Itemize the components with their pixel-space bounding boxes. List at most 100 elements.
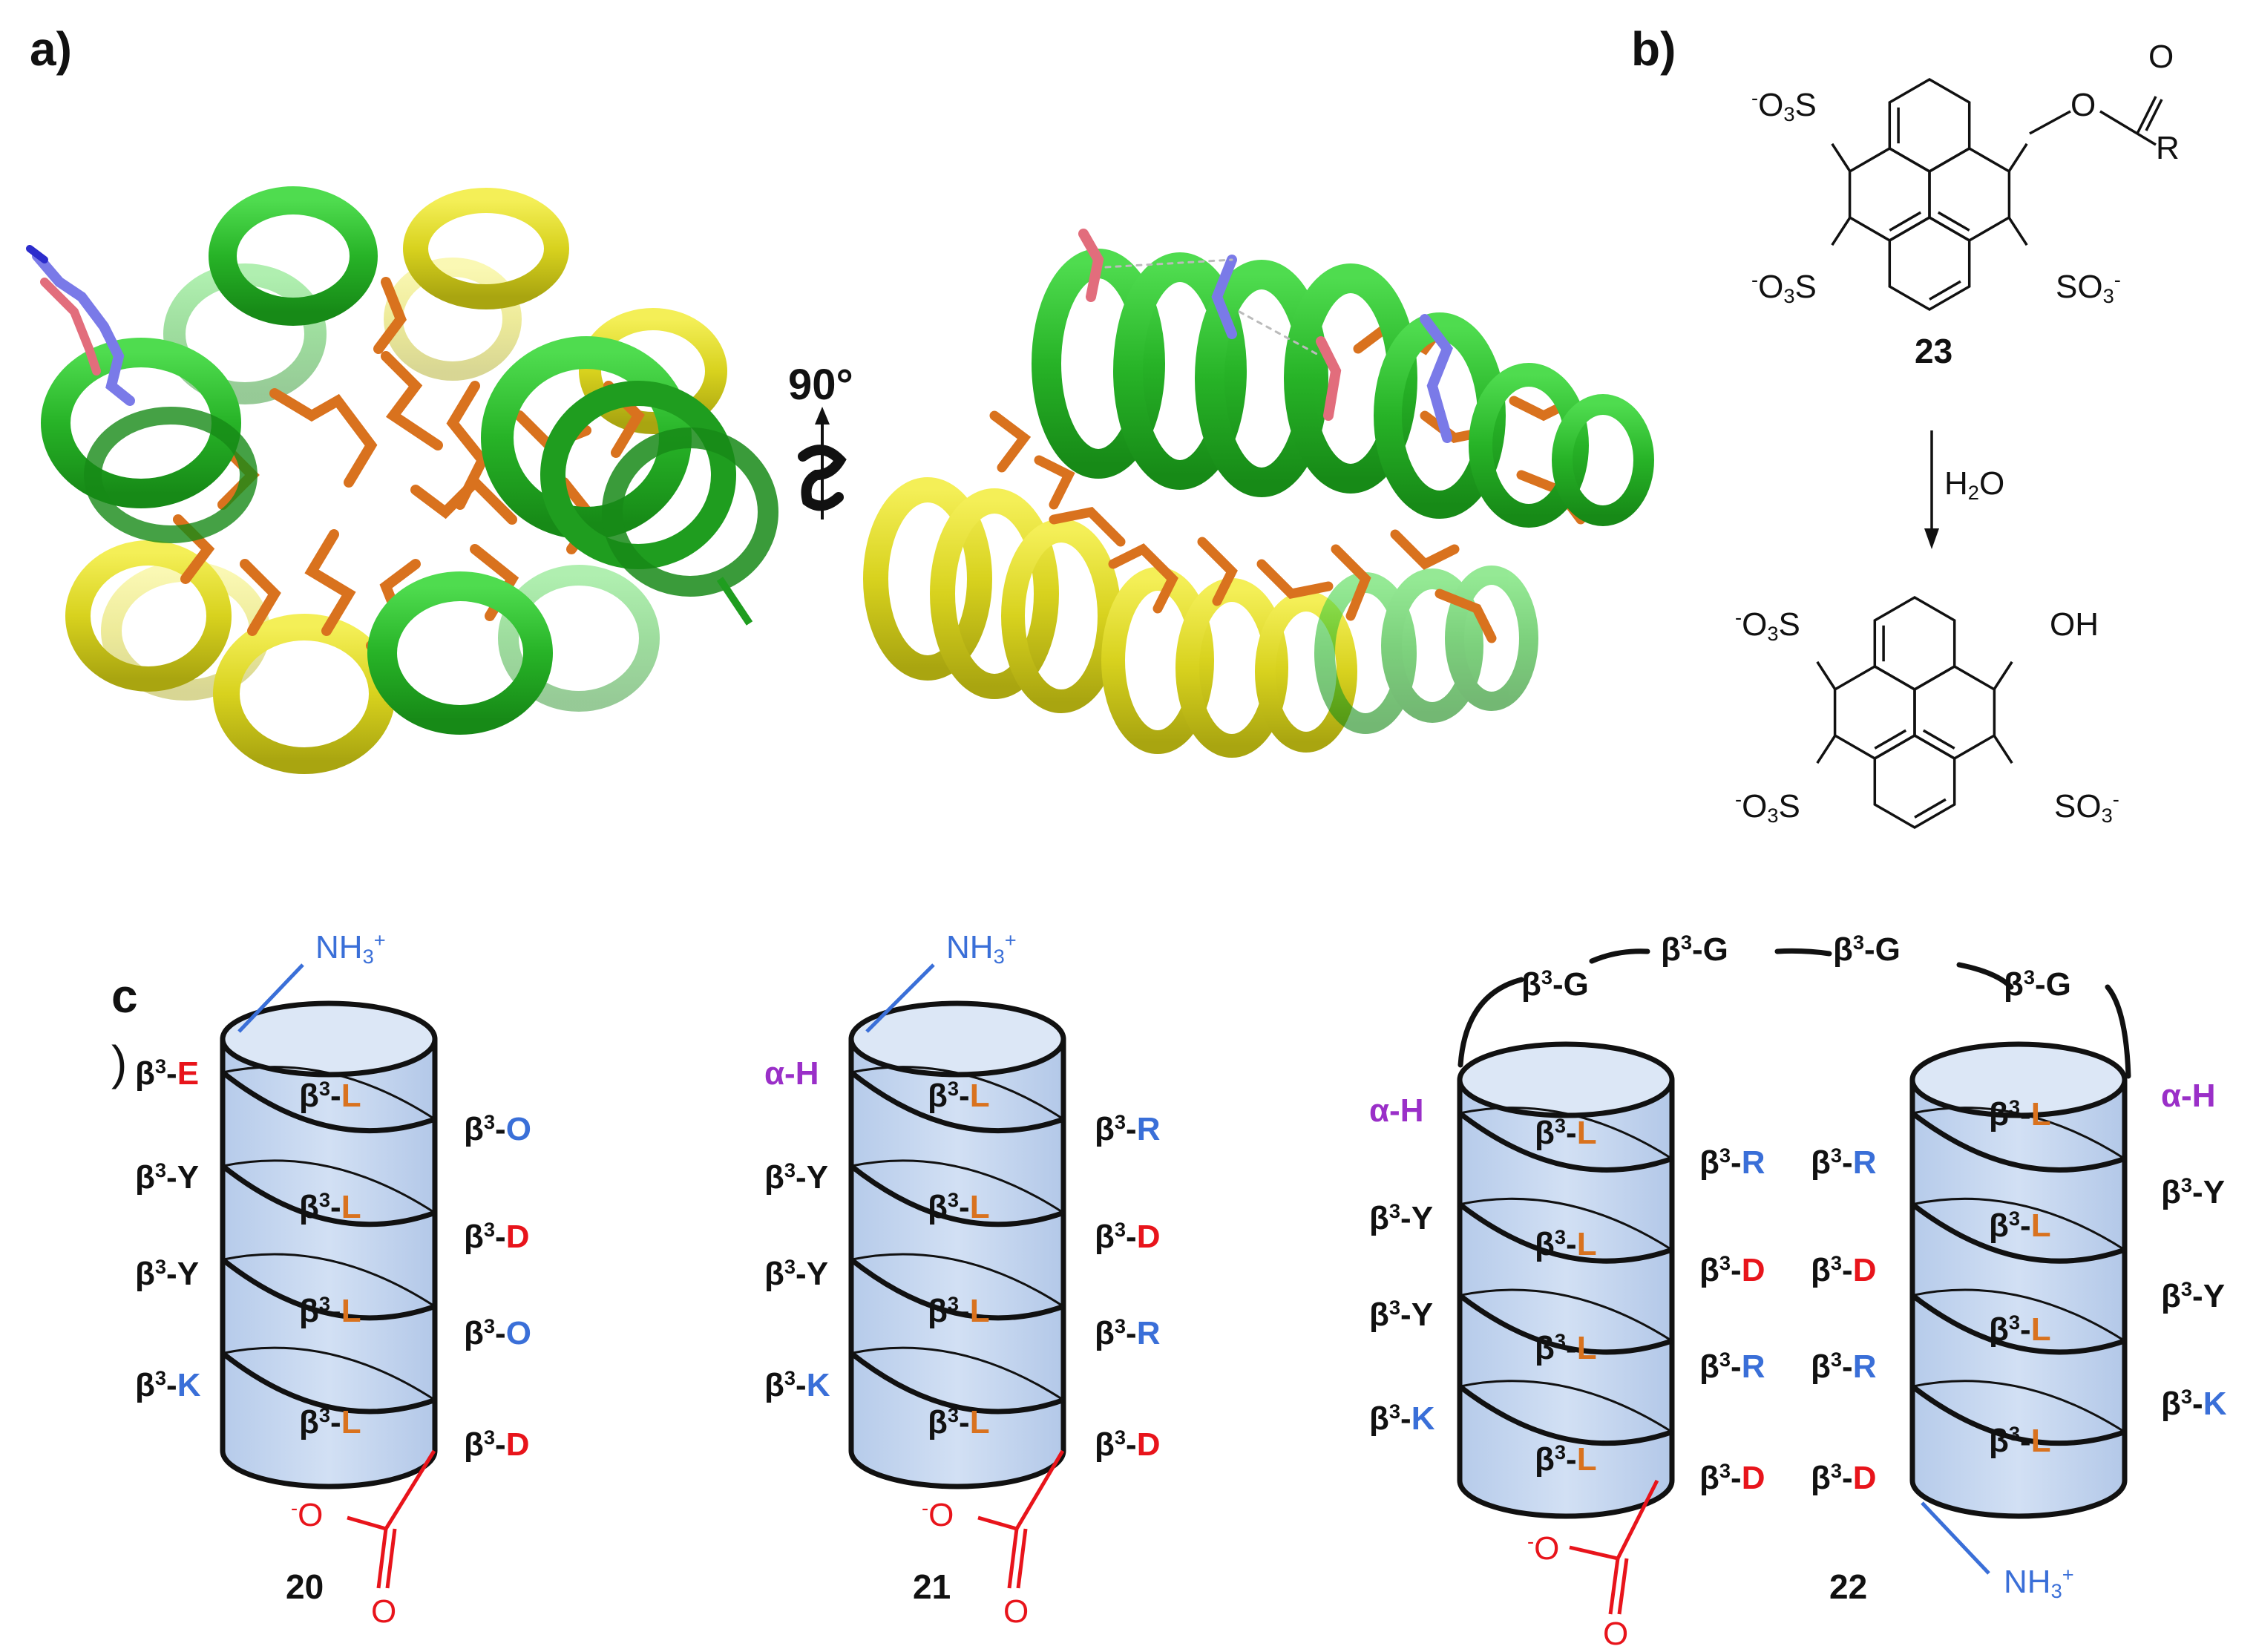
substituent-bond xyxy=(1816,661,1837,690)
blue-red-stick-residue xyxy=(26,245,135,406)
core-residue-label: β3-L xyxy=(928,1292,990,1329)
helix-front-turn xyxy=(849,1164,1065,1227)
left-residue-label: β3-Y xyxy=(764,1255,829,1292)
green-helix-bottom xyxy=(367,571,553,735)
left-residue-label: α-H xyxy=(1369,1092,1424,1129)
aromatic-ring xyxy=(1928,146,2011,243)
substituent-bond xyxy=(2007,142,2028,172)
right-residue-label: β3-D xyxy=(464,1426,530,1463)
right-residue-label: β3-D xyxy=(1699,1459,1765,1496)
double-bond xyxy=(1929,280,1961,301)
helix-front-turn xyxy=(1457,1293,1673,1355)
core-residue-label: β3-L xyxy=(299,1292,361,1329)
helix-back-turn xyxy=(1912,1197,2125,1251)
c-terminus-o-minus: -O xyxy=(1527,1530,1560,1567)
right-residue-label: β3-R xyxy=(1095,1110,1161,1147)
helix-back-turn xyxy=(850,1066,1064,1121)
side-view-stick-residues xyxy=(1078,229,1453,443)
helix-cylinder-22-right xyxy=(1909,1041,2128,1519)
loop-22 xyxy=(1457,948,2131,1079)
right-residue-label: α-H xyxy=(2161,1078,2216,1114)
helix-front-turn xyxy=(1910,1202,2126,1264)
right-residue-label: β3-Y xyxy=(2161,1173,2226,1210)
yellow-helix-side xyxy=(863,477,1357,758)
sulfonate-label: SO3- xyxy=(2056,268,2121,307)
right-residue-label: β3-O xyxy=(464,1110,531,1147)
helix-back-turn xyxy=(222,1346,436,1401)
helix-front-turn xyxy=(220,1070,436,1133)
right-residue-label: β3-D xyxy=(1095,1218,1161,1255)
left-residue-label: β3-Y xyxy=(135,1158,200,1196)
helix-front-turn xyxy=(1457,1111,1673,1173)
hydroxyl-label: OH xyxy=(2050,606,2099,643)
substituent-bond xyxy=(2007,217,2028,246)
right-residue-label: β3-K xyxy=(2161,1385,2227,1422)
compound-21-label: 21 xyxy=(913,1567,951,1606)
carbonyl-oxygen: O xyxy=(2148,39,2174,75)
sulfonate-label: -O3S xyxy=(1735,787,1800,827)
core-residue-label: β3-L xyxy=(299,1403,361,1440)
cylinder-body xyxy=(1909,1080,2128,1519)
ester-group xyxy=(2029,96,2163,146)
green-helix-right xyxy=(481,336,778,626)
c-terminus-o: O xyxy=(371,1593,397,1630)
green-helix-side-top xyxy=(1032,249,1654,528)
right-residue-label: β3-Y xyxy=(2161,1277,2226,1314)
left-residue-label: α-H xyxy=(764,1055,819,1092)
reaction-arrow xyxy=(1924,430,1939,549)
helix-back-turn xyxy=(1459,1107,1673,1160)
c-terminus-o: O xyxy=(1003,1593,1029,1630)
c-terminus-o-minus: -O xyxy=(291,1496,324,1533)
left-residue-label: β3-K xyxy=(135,1366,201,1403)
core-residue-label: β3-L xyxy=(1535,1329,1597,1366)
core-residue-label: β3-L xyxy=(928,1077,990,1114)
core-residue-label: β3-L xyxy=(1535,1225,1597,1262)
helix-front-turn xyxy=(1910,1384,2126,1446)
core-residue-label: β3-L xyxy=(1535,1114,1597,1151)
right-residue-label: β3-O xyxy=(464,1314,531,1351)
left-residue-label: β3-R xyxy=(1811,1348,1877,1385)
left-residue-label: β3-K xyxy=(1369,1400,1435,1437)
double-bond xyxy=(1937,211,1970,232)
helix-back-turn xyxy=(850,1159,1064,1214)
core-residue-label: β3-L xyxy=(1989,1422,2051,1459)
cylinder-top xyxy=(848,1000,1066,1078)
loop-residue-label: β3-G xyxy=(2004,966,2071,1003)
right-residue-label: β3-R xyxy=(1699,1348,1765,1385)
aromatic-ring xyxy=(1848,146,1931,243)
panel-label-c-paren: ) xyxy=(111,1036,128,1089)
substituent-bond xyxy=(1831,217,1852,246)
right-residue-label: β3-D xyxy=(464,1218,530,1255)
helix-back-turn xyxy=(222,1253,436,1308)
panel-label-b: b) xyxy=(1631,22,1676,76)
core-residue-label: β3-L xyxy=(928,1188,990,1225)
c-terminus-o: O xyxy=(1603,1616,1629,1652)
compound-22-label: 22 xyxy=(1829,1567,1868,1606)
green-helix-top xyxy=(209,186,378,326)
sulfonate-label: SO3- xyxy=(2054,787,2119,827)
helix-front-turn xyxy=(1457,1384,1673,1446)
helix-front-turn xyxy=(220,1257,436,1321)
helix-front-turn xyxy=(1910,1111,2126,1173)
core-residue-label: β3-L xyxy=(299,1188,361,1225)
n-terminus-label: NH3+ xyxy=(946,928,1017,968)
double-bond xyxy=(1914,798,1947,819)
cylinder-top xyxy=(1909,1041,2128,1118)
helix-back-turn xyxy=(222,1159,436,1214)
aromatic-ring xyxy=(1913,664,1996,761)
sulfonate-label: -O3S xyxy=(1751,268,1817,307)
helix-back-turn xyxy=(850,1253,1064,1308)
helix-front-turn xyxy=(220,1351,436,1415)
substituent-bond xyxy=(1816,735,1837,764)
left-residue-label: β3-E xyxy=(135,1055,200,1092)
helix-bundle-side-view xyxy=(863,229,1654,758)
helix-back-turn xyxy=(1459,1288,1673,1343)
loop-residue-label: β3-G xyxy=(1661,931,1728,968)
cylinder-top xyxy=(1457,1041,1675,1118)
left-residue-label: β3-D xyxy=(1811,1251,1877,1288)
helix-cylinder-21 xyxy=(848,1000,1066,1489)
core-residue-label: β3-L xyxy=(299,1077,361,1114)
core-residue-label: β3-L xyxy=(1535,1440,1597,1478)
helix-front-turn xyxy=(1910,1293,2126,1355)
substituent-bond xyxy=(1831,142,1852,172)
